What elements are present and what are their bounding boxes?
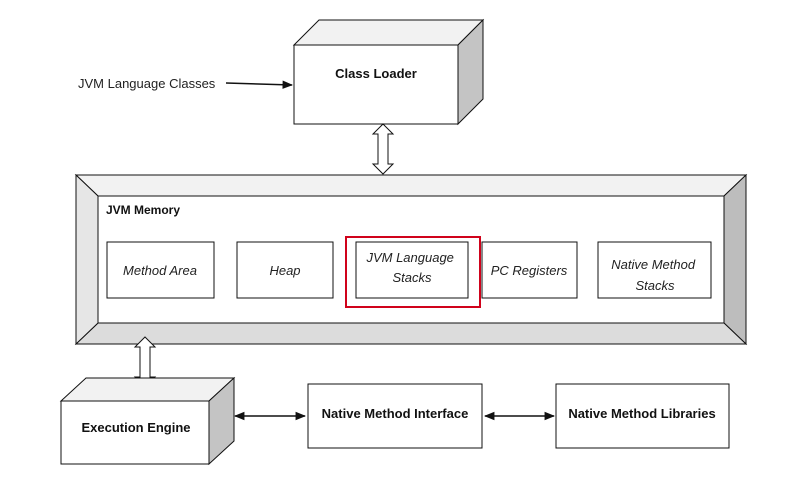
memory-area-label: PC Registers bbox=[491, 263, 568, 278]
highlight-frame bbox=[345, 236, 481, 308]
svg-text:PC Registers: PC Registers bbox=[491, 263, 568, 278]
svg-text:Method Area: Method Area bbox=[123, 263, 197, 278]
class-loader-label: Class Loader bbox=[335, 66, 417, 81]
memory-area-pc-registers: PC Registers bbox=[481, 241, 578, 299]
memory-area-label-line2: Stacks bbox=[635, 278, 675, 293]
native-method-interface-label: Native Method Interface bbox=[322, 406, 469, 421]
memory-area-label-line2: Stacks bbox=[392, 270, 432, 285]
classloader-memory-double-arrow bbox=[371, 123, 395, 175]
svg-text:JVM Language Stacks: JVM Language Stacks bbox=[365, 250, 457, 285]
input-arrow bbox=[225, 80, 294, 89]
memory-area-heap: Heap bbox=[236, 241, 334, 299]
input-label: JVM Language Classes bbox=[78, 76, 216, 91]
memory-area-label: Method Area bbox=[123, 263, 197, 278]
native-method-interface-box: Native Method Interface bbox=[307, 383, 483, 449]
svg-text:Native Method Stacks: Native Method Stacks bbox=[611, 257, 698, 293]
memory-area-jvm-language-stacks: JVM Language Stacks bbox=[355, 241, 469, 299]
svg-text:Heap: Heap bbox=[269, 263, 300, 278]
native-method-libraries-box: Native Method Libraries bbox=[555, 383, 730, 449]
memory-area-label: Heap bbox=[269, 263, 300, 278]
execution-engine-box: Execution Engine bbox=[59, 376, 236, 466]
execution-engine-label: Execution Engine bbox=[81, 420, 190, 435]
memory-area-method-area: Method Area bbox=[106, 241, 215, 299]
memory-area-label-line1: JVM Language bbox=[365, 250, 453, 265]
class-loader-box: Class Loader bbox=[292, 18, 485, 126]
jvm-memory-title: JVM Memory bbox=[106, 203, 180, 217]
native-method-libraries-label: Native Method Libraries bbox=[568, 406, 715, 421]
memory-area-native-method-stacks: Native Method Stacks bbox=[597, 241, 712, 299]
memory-area-label-line1: Native Method bbox=[611, 257, 696, 272]
